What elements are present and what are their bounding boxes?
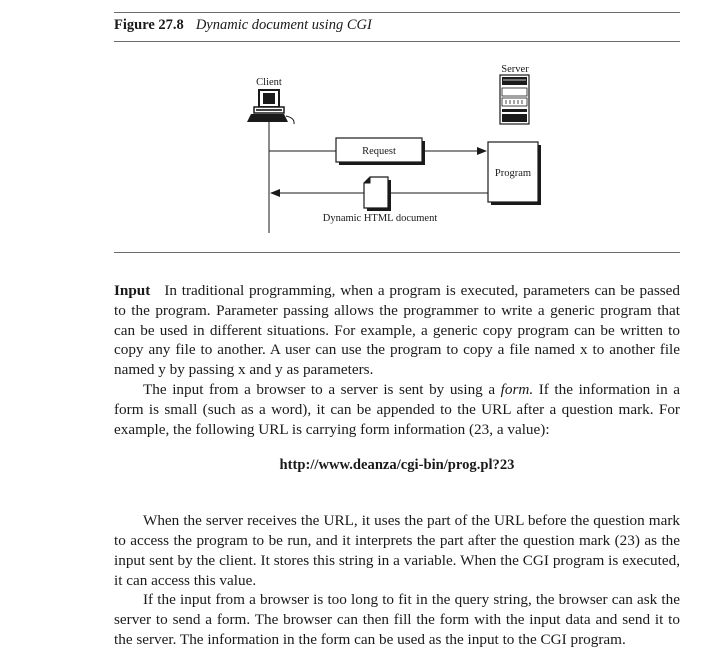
document-icon [363,176,391,211]
client-computer-icon [247,89,295,125]
cgi-diagram: Client Server Program Request Dynamic HT… [247,64,541,233]
paragraph-query-string: If the input from a browser is too long … [114,591,680,648]
paragraph-form-pre: The input from a browser to a server is … [143,380,501,398]
figure-header: Figure 27.8 Dynamic document using CGI [114,17,372,34]
figure-caption-rule [114,41,680,42]
request-box [335,137,423,163]
paragraph-server: When the server receives the URL, it use… [114,512,680,589]
response-label: Dynamic HTML document [323,213,438,224]
paragraph-form-post: If the information in a form is small (s… [114,380,680,438]
client-label: Client [256,77,282,88]
paragraph-form: The input from a browser to a server is … [114,380,680,439]
example-url: http://www.deanza/cgi-bin/prog.pl?23 [279,457,515,474]
server-label: Server [501,64,529,75]
request-label: Request [362,146,396,157]
run-in-heading-input: Input [114,282,151,299]
paragraph-input-text: In traditional programming, when a progr… [114,282,680,379]
paragraph-form-term: form. [500,380,534,398]
figure-caption: Dynamic document using CGI [195,17,372,33]
program-label: Program [495,168,531,179]
figure-number: Figure 27.8 [114,17,184,33]
server-rack-icon [499,74,530,125]
figure-bottom-rule [114,252,680,253]
figure-top-rule [114,12,680,13]
program-box [487,141,539,203]
